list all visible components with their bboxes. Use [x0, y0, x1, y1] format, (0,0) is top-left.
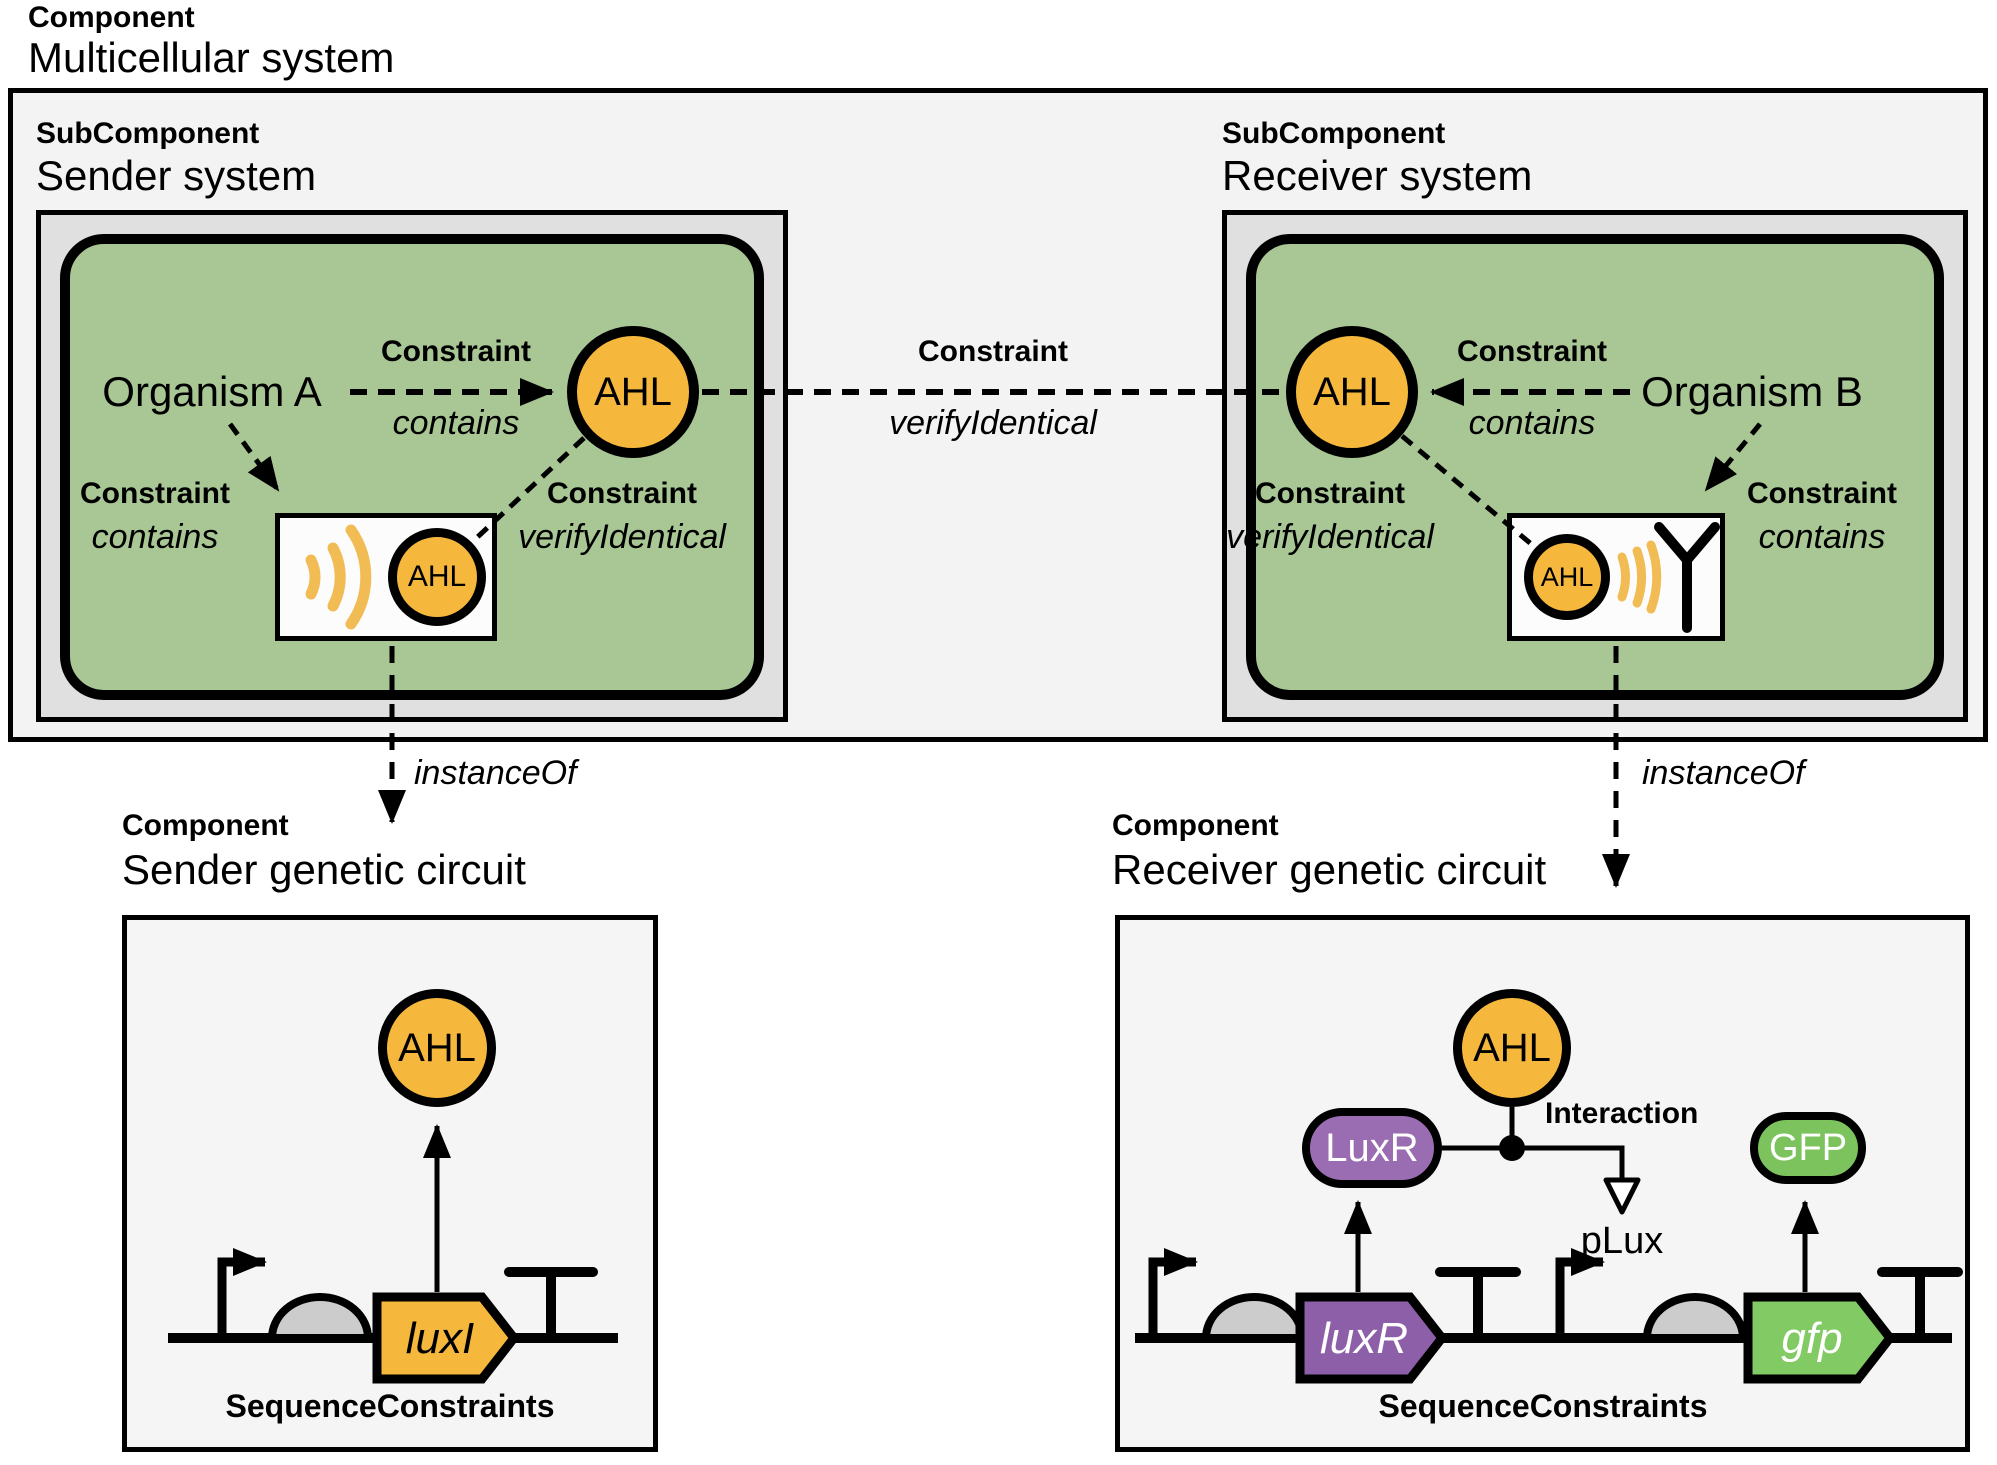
sender-produces-constraint: Constraint	[381, 335, 531, 368]
receiver-circuit-title: Receiver genetic circuit	[1112, 846, 1547, 893]
organism-a-label: Organism A	[102, 368, 322, 415]
sender-circuit-kicker: Component	[122, 809, 289, 842]
sender-produces-relation: contains	[392, 404, 520, 442]
receiver-circuit-ahl: AHL	[1453, 989, 1571, 1107]
page-kicker: Component	[28, 1, 195, 34]
receiver-produces-relation: contains	[1468, 404, 1596, 442]
organism-b-label: Organism B	[1641, 368, 1863, 415]
sender-circuit-title: Sender genetic circuit	[122, 846, 526, 893]
plux-label: pLux	[1580, 1220, 1664, 1262]
receiver-device-ahl: AHL	[1524, 534, 1610, 620]
receiver-verify-constraint: Constraint	[1255, 477, 1405, 510]
receiver-device-relation: contains	[1758, 518, 1886, 556]
sender-verify-constraint: Constraint	[547, 477, 697, 510]
receiver-ahl-molecule: AHL	[1286, 326, 1418, 458]
sender-system-title: Sender system	[36, 152, 317, 199]
sender-cell	[60, 234, 764, 700]
sender-circuit-ahl: AHL	[378, 989, 496, 1107]
receiver-circuit-panel	[1115, 915, 1970, 1452]
receiver-circuit-kicker: Component	[1112, 809, 1279, 842]
gfp-reporter-badge: GFP	[1750, 1112, 1866, 1184]
receiver-device-constraint: Constraint	[1747, 477, 1897, 510]
sender-verify-relation: verifyIdentical	[518, 518, 726, 556]
system-link-relation: verifyIdentical	[889, 404, 1097, 442]
sender-circuit-panel	[122, 915, 658, 1452]
interaction-label: Interaction	[1545, 1097, 1699, 1130]
page-title: Multicellular system	[28, 34, 395, 81]
sender-ahl-molecule: AHL	[567, 326, 699, 458]
sender-device-relation: contains	[91, 518, 219, 556]
sender-device-constraint: Constraint	[80, 477, 230, 510]
sender-sequence-constraints: SequenceConstraints	[225, 1388, 555, 1424]
luxr-protein-badge: LuxR	[1302, 1108, 1442, 1188]
receiver-verify-relation: verifyIdentical	[1226, 518, 1434, 556]
receiver-system-title: Receiver system	[1222, 152, 1533, 199]
receiver-instanceof-label: instanceOf	[1642, 754, 1805, 792]
receiver-produces-constraint: Constraint	[1457, 335, 1607, 368]
receiver-system-kicker: SubComponent	[1222, 117, 1446, 150]
system-link-constraint: Constraint	[918, 335, 1068, 368]
sender-instanceof-label: instanceOf	[414, 754, 577, 792]
receiver-cell	[1246, 234, 1944, 700]
sender-system-kicker: SubComponent	[36, 117, 260, 150]
sender-device-ahl: AHL	[388, 528, 486, 626]
receiver-sequence-constraints: SequenceConstraints	[1378, 1388, 1708, 1424]
